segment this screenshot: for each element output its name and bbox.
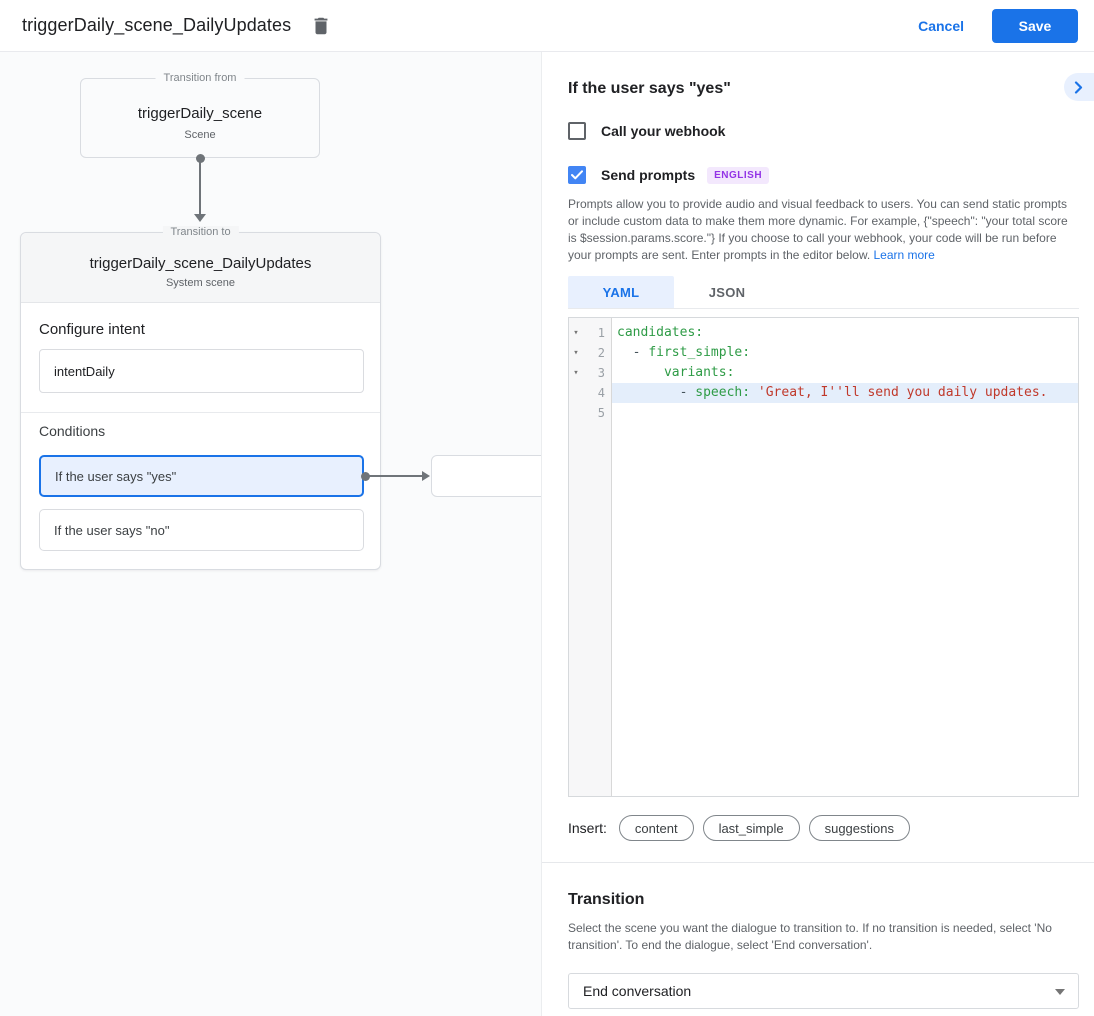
editor-format-tabs: YAML JSON [568,276,1078,308]
fold-toggle-icon[interactable]: ▾ [573,368,579,378]
connector-arrowhead-icon [194,214,206,222]
language-badge: ENGLISH [707,166,770,184]
to-scene-type: System scene [165,277,236,289]
intent-field[interactable]: intentDaily [39,349,364,393]
panel-title: If the user says "yes" [568,80,731,97]
condition-detail-panel: If the user says "yes" Call your webhook… [541,52,1094,1016]
transition-select-value: End conversation [583,983,692,999]
line-number: 2 [597,346,605,360]
insert-chip-suggestions[interactable]: suggestions [808,815,910,841]
tab-yaml[interactable]: YAML [568,276,674,308]
to-scene-name: triggerDaily_scene_DailyUpdates [89,255,312,272]
condition-arrowhead-icon [422,471,430,481]
code-token: 'Great, I''ll send you daily updates. [757,385,1048,400]
code-line[interactable]: candidates: [612,323,1078,343]
transition-from-legend: Transition from [155,72,245,84]
code-token [617,385,680,400]
condition-connector-line [368,475,422,477]
trash-icon [314,17,328,34]
gutter-row: ▾3 [569,363,611,383]
cancel-button[interactable]: Cancel [918,17,964,34]
transition-description: Select the scene you want the dialogue t… [568,921,1052,952]
connector-dot [195,153,205,163]
code-token: variants: [663,365,735,380]
condition-no-label: If the user says "no" [54,522,170,538]
fold-toggle-icon[interactable]: ▾ [573,328,579,338]
intent-field-value: intentDaily [54,363,115,379]
prompts-description: Prompts allow you to provide audio and v… [568,196,1078,264]
editor-code[interactable]: candidates: - first_simple: variants: - … [612,318,1078,796]
conditions-label: Conditions [39,423,106,439]
configure-intent-label: Configure intent [39,321,145,338]
code-token: - [632,345,649,360]
prompts-description-text: Prompts allow you to provide audio and v… [568,197,1068,262]
learn-more-link[interactable]: Learn more [873,248,935,262]
code-line[interactable]: variants: [612,363,1078,383]
page-title: triggerDaily_scene_DailyUpdates [22,15,292,35]
from-scene-name: triggerDaily_scene [137,105,263,122]
line-number: 4 [597,386,605,400]
code-token [617,345,633,360]
chevron-right-icon [1074,80,1082,94]
code-token: - [679,385,696,400]
scene-flow-canvas[interactable]: Transition from triggerDaily_scene Scene… [0,52,541,1016]
code-line[interactable] [612,403,1078,423]
tab-json[interactable]: JSON [708,284,746,300]
insert-row: Insert: content last_simple suggestions [568,815,1078,841]
condition-connector-dot [360,471,370,481]
delete-scene-button[interactable] [305,10,337,42]
condition-item-yes[interactable]: If the user says "yes" [39,455,364,497]
gutter-row: 4 [569,383,611,403]
gutter-row: ▾2 [569,343,611,363]
transition-select[interactable]: End conversation [568,973,1079,1009]
insert-chip-last-simple[interactable]: last_simple [702,815,800,841]
code-line[interactable]: - first_simple: [612,343,1078,363]
webhook-label: Call your webhook [601,123,726,139]
from-scene-type: Scene [184,129,216,141]
webhook-checkbox[interactable] [568,122,586,140]
fold-toggle-icon[interactable]: ▾ [573,348,579,358]
gutter-row: 5 [569,403,611,423]
connector-line [199,160,201,214]
section-divider [542,862,1094,863]
condition-item-no[interactable]: If the user says "no" [39,509,364,551]
code-line[interactable]: - speech: 'Great, I''ll send you daily u… [612,383,1078,403]
send-prompts-row: Send prompts ENGLISH [568,166,1078,184]
send-prompts-checkbox[interactable] [568,166,586,184]
transition-section-title: Transition [568,891,645,908]
transition-from-node[interactable]: Transition from triggerDaily_scene Scene [80,72,320,158]
collapse-panel-button[interactable] [1064,73,1094,101]
code-token: speech: [695,385,751,400]
line-number: 3 [597,366,605,380]
top-bar: triggerDaily_scene_DailyUpdates Cancel S… [0,0,1094,52]
tabs-divider [568,308,1079,309]
transition-to-legend: Transition to [162,226,239,238]
webhook-row: Call your webhook [568,122,1078,140]
code-token: first_simple: [648,345,751,360]
condition-target-node[interactable] [431,455,541,497]
insert-chip-content[interactable]: content [618,815,694,841]
code-token: candidates: [617,325,704,340]
send-prompts-label: Send prompts [601,167,696,183]
code-token [617,365,664,380]
transition-to-card[interactable]: Transition to triggerDaily_scene_DailyUp… [20,226,381,570]
gutter-row: ▾1 [569,323,611,343]
card-divider [21,412,380,413]
checkmark-icon [571,170,583,180]
line-number: 5 [597,406,605,420]
insert-label: Insert: [568,820,607,836]
scene-card-header: Transition to triggerDaily_scene_DailyUp… [21,226,380,303]
line-number: 1 [597,326,605,340]
dropdown-caret-icon [1055,989,1065,995]
save-button[interactable]: Save [992,8,1078,43]
condition-yes-label: If the user says "yes" [55,468,177,484]
code-token [750,385,758,400]
